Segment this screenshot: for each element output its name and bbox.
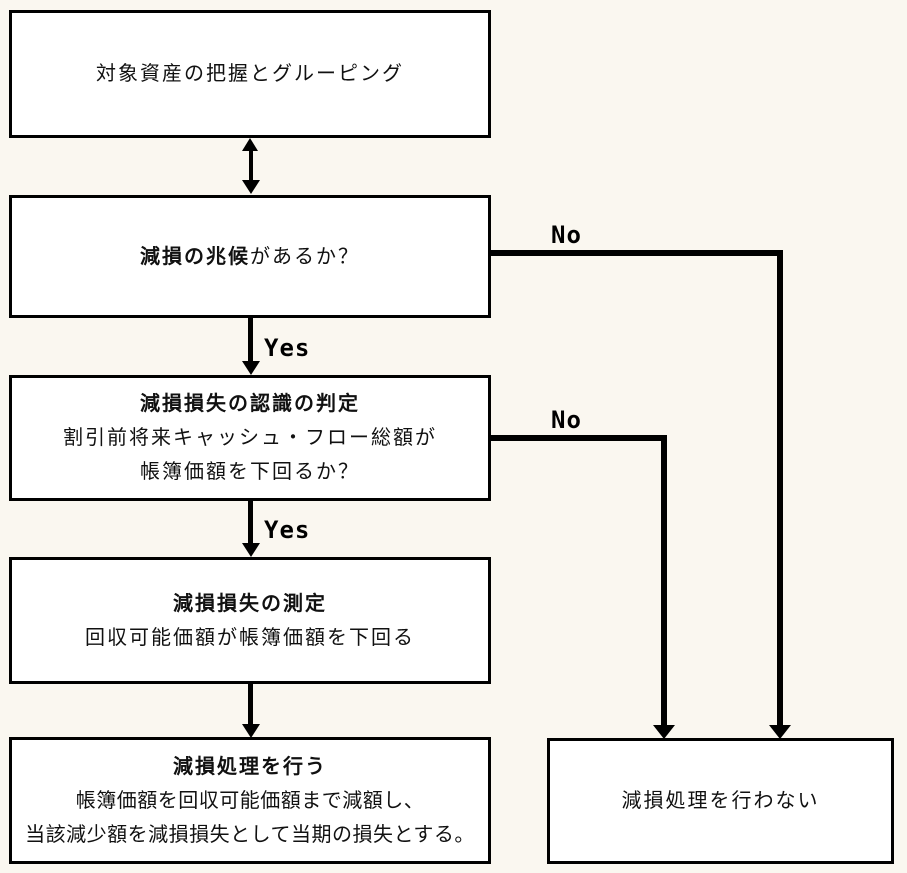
no-edge-1-horizontal-line (489, 250, 783, 256)
plain-edge-shaft (248, 683, 253, 726)
bidirectional-arrow-shaft (249, 148, 253, 190)
node-loss-measurement-title: 減損損失の測定 (173, 592, 327, 615)
edge-label-no-1: No (551, 221, 582, 249)
node-loss-recognition-test: 減損損失の認識の判定 割引前将来キャッシュ・フロー総額が 帳簿価額を下回るか？ (9, 375, 491, 501)
arrow-down-icon (242, 361, 260, 375)
node-loss-recognition-line2: 割引前将来キャッシュ・フロー総額が (63, 427, 437, 449)
arrow-down-icon (242, 543, 260, 557)
arrow-down-icon (769, 725, 791, 739)
edge-label-yes-2: Yes (264, 516, 311, 544)
edge-label-no-2: No (551, 406, 582, 434)
yes-edge-2-shaft (248, 500, 253, 545)
edge-label-yes-1: Yes (264, 334, 311, 362)
node-loss-recognition-line3: 帳簿価額を下回るか？ (140, 461, 360, 483)
arrow-down-icon (653, 725, 675, 739)
node-asset-grouping-text: 対象資産の把握とグルーピング (96, 63, 404, 85)
arrow-down-icon (242, 724, 260, 738)
node-impairment-indication: 減損の兆候があるか？ (9, 195, 491, 318)
node-impairment-indication-text: 減損の兆候があるか？ (140, 240, 360, 274)
arrow-down-icon (242, 180, 260, 194)
no-edge-2-vertical-line (661, 435, 667, 727)
node-loss-measurement: 減損損失の測定 回収可能価額が帳簿価額を下回る (9, 557, 491, 684)
no-edge-2-horizontal-line (489, 435, 667, 441)
node-loss-recognition-title: 減損損失の認識の判定 (140, 393, 360, 415)
yes-edge-1-shaft (248, 317, 253, 363)
node-perform-impairment: 減損処理を行う 帳簿価額を回収可能価額まで減額し、 当該減少額を減損損失として当… (9, 737, 491, 864)
node-no-impairment-text: 減損処理を行わない (621, 790, 820, 812)
node-impairment-indication-bold-text: 減損の兆候 (140, 245, 250, 268)
node-perform-impairment-title: 減損処理を行う (173, 755, 327, 778)
node-perform-impairment-line2: 帳簿価額を回収可能価額まで減額し、 (75, 789, 425, 812)
node-perform-impairment-line3: 当該減少額を減損損失として当期の損失とする。 (25, 823, 475, 846)
node-impairment-indication-rest-text: があるか？ (250, 245, 360, 268)
node-loss-measurement-line2: 回収可能価額が帳簿価額を下回る (85, 626, 415, 649)
node-no-impairment: 減損処理を行わない (547, 738, 894, 864)
node-asset-grouping: 対象資産の把握とグルーピング (9, 10, 491, 138)
arrow-up-icon (242, 138, 258, 151)
no-edge-1-vertical-line (777, 250, 783, 727)
